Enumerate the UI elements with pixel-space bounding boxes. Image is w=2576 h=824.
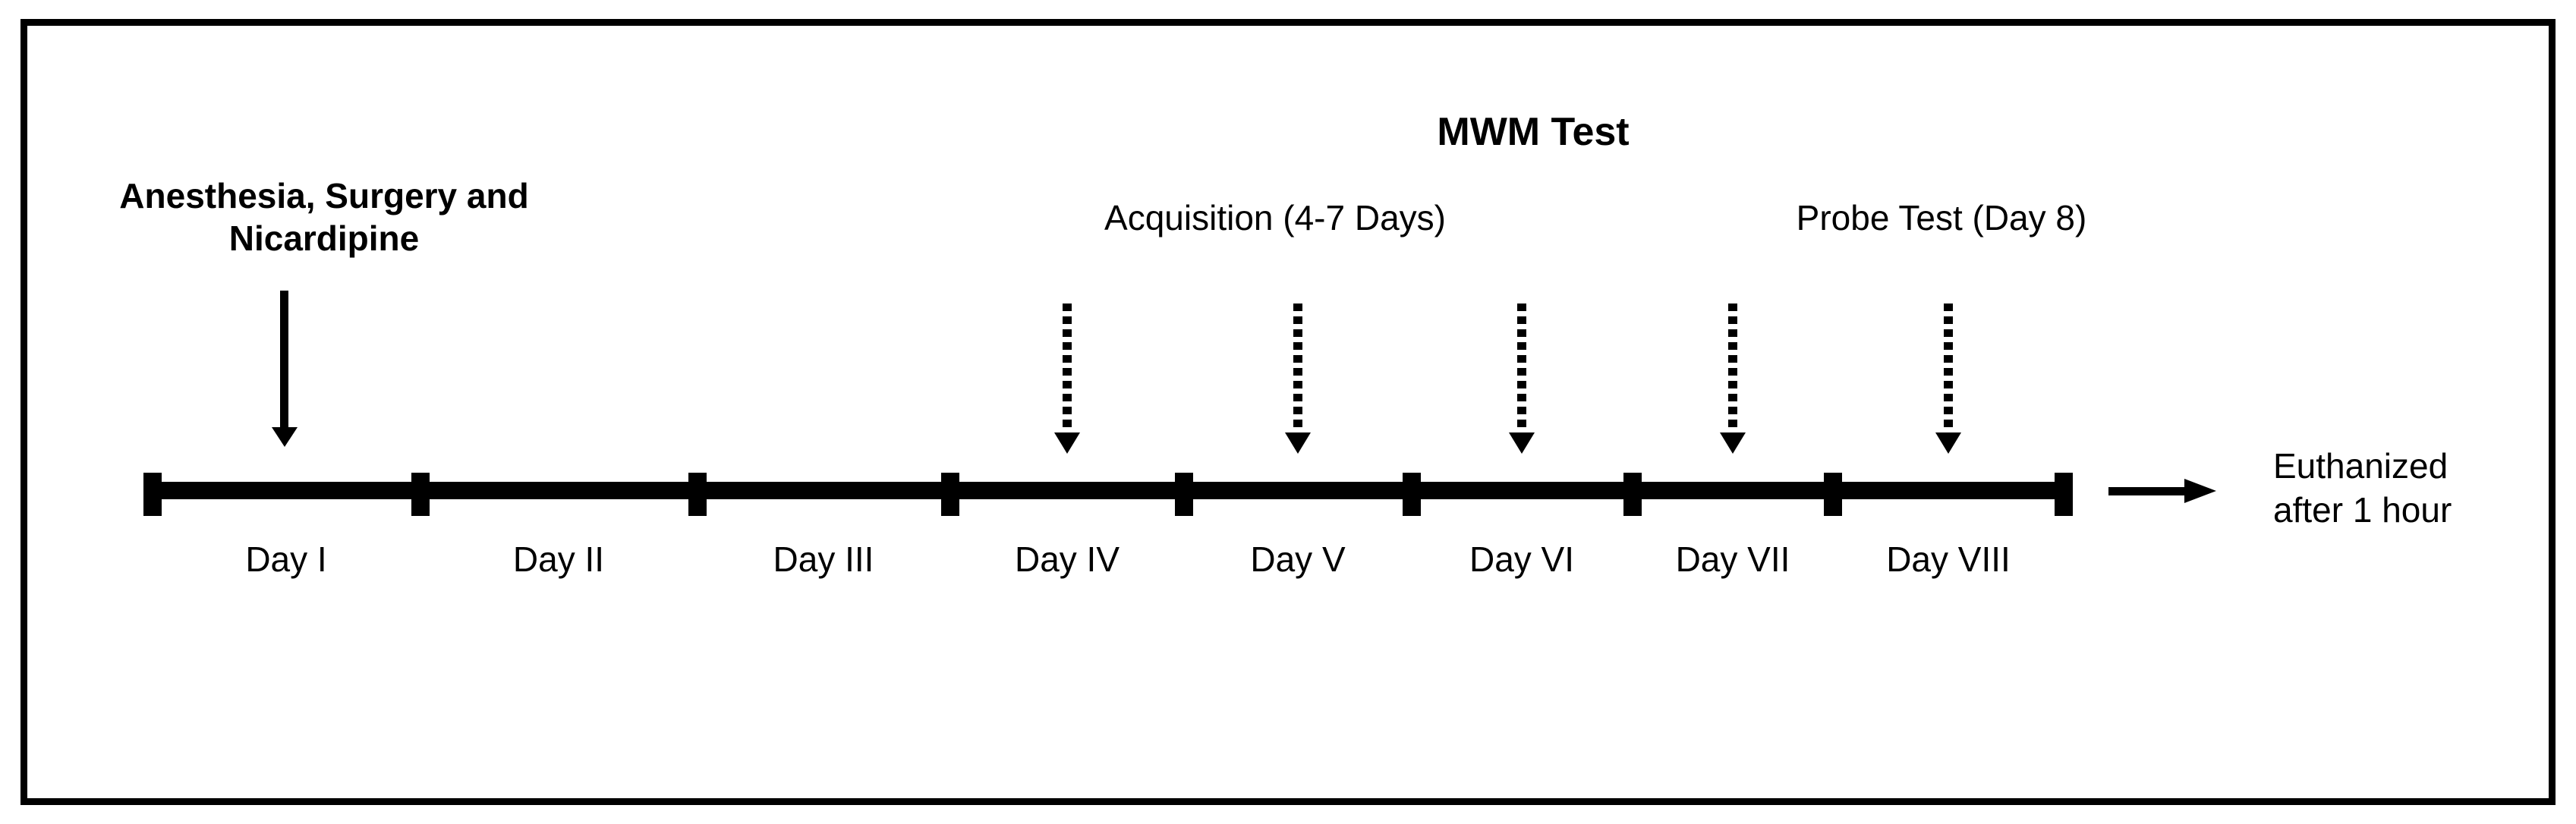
arrow-head — [1054, 432, 1080, 454]
surgery-label-line1: Anesthesia, Surgery and — [119, 176, 529, 215]
euthanized-label-line2: after 1 hour — [2273, 490, 2452, 530]
arrow-head — [1720, 432, 1746, 454]
day-label-8: Day VIII — [1886, 539, 2011, 579]
timeline-tick — [1824, 473, 1842, 516]
acquisition-label: Acquisition (4-7 Days) — [1104, 198, 1446, 237]
probe-test-label: Probe Test (Day 8) — [1796, 198, 2087, 237]
surgery-label-line2: Nicardipine — [228, 219, 420, 258]
timeline-tick — [1175, 473, 1193, 516]
arrow-shaft — [2108, 487, 2184, 495]
day-label-7: Day VII — [1675, 539, 1790, 579]
day-label-3: Day III — [773, 539, 874, 579]
arrow-shaft — [1293, 303, 1302, 432]
arrow-shaft — [1728, 303, 1737, 432]
day-label-4: Day IV — [1014, 539, 1120, 579]
arrow-shaft — [1944, 303, 1953, 432]
timeline-tick — [1403, 473, 1421, 516]
timeline-tick — [1623, 473, 1642, 516]
timeline-tick — [941, 473, 959, 516]
timeline-tick — [411, 473, 430, 516]
euthanized-label-line1: Euthanized — [2273, 446, 2448, 486]
timeline-bar — [143, 482, 2073, 499]
arrow-head — [1509, 432, 1535, 454]
arrow-shaft — [280, 291, 288, 427]
arrow-head — [2184, 479, 2216, 503]
timeline-tick — [143, 473, 162, 516]
day-label-1: Day I — [245, 539, 327, 579]
arrow-shaft — [1517, 303, 1526, 432]
arrow-shaft — [1063, 303, 1072, 432]
day-label-2: Day II — [512, 539, 605, 579]
timeline-tick — [2055, 473, 2073, 516]
day-label-5: Day V — [1250, 539, 1346, 579]
arrow-head — [1935, 432, 1961, 454]
arrow-head — [1285, 432, 1311, 454]
arrow-head — [272, 427, 298, 447]
timeline-tick — [688, 473, 707, 516]
surgery-label: Anesthesia, Surgery and Nicardipine — [51, 175, 597, 259]
figure-frame — [20, 19, 2556, 805]
day-label-6: Day VI — [1469, 539, 1575, 579]
mwm-test-title: MWM Test — [1437, 110, 1630, 154]
euthanized-label: Euthanized after 1 hour — [2273, 444, 2576, 532]
